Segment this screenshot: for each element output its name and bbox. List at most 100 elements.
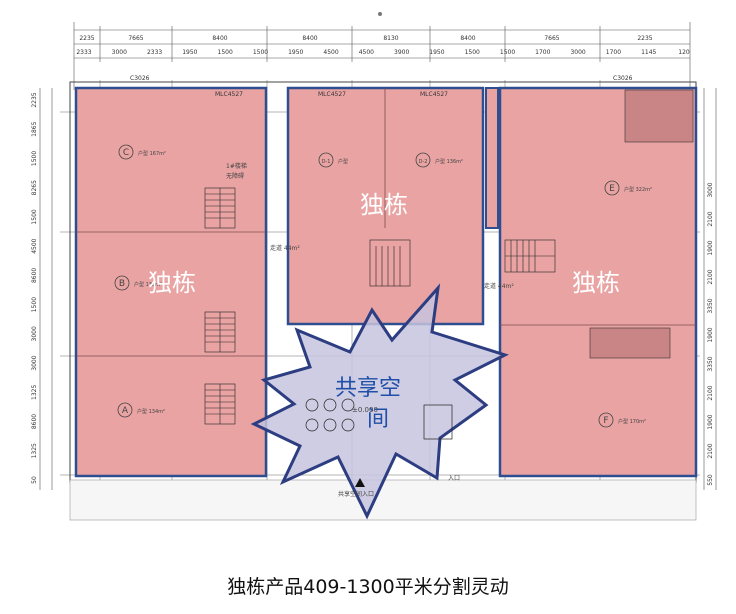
unit-marker-circle xyxy=(598,412,614,428)
window-code: MLC4527 xyxy=(420,91,448,98)
window-code: C3026 xyxy=(613,75,633,82)
ground-strip xyxy=(69,479,697,521)
left-dim-label: 3000 xyxy=(31,355,38,370)
unit-area-label: 户型 170m² xyxy=(618,418,646,425)
right-dim-label: 2100 xyxy=(707,269,714,284)
label-left-standalone: 独栋 xyxy=(148,269,196,297)
connector-strip xyxy=(485,87,499,229)
shared-space-line1: 共享空 xyxy=(335,376,401,401)
left-dim-label: 1500 xyxy=(31,209,38,224)
unit-area-label: 户型 322m² xyxy=(624,186,652,193)
top-dim-sub-label: 1950 xyxy=(429,49,444,56)
unit-marker-circle xyxy=(117,402,133,418)
top-dim-sub-label: 3000 xyxy=(112,49,127,56)
unit-marker-circle xyxy=(118,144,134,160)
left-dim-label: 1325 xyxy=(31,384,38,399)
unit-marker-label: C xyxy=(123,148,129,158)
unit-area-label: 户型 167m² xyxy=(138,150,166,157)
shared-space-line2: 间 xyxy=(367,407,389,432)
unit-area-label: 户型 xyxy=(338,158,348,165)
top-dim-label: 7665 xyxy=(128,35,143,42)
left-building xyxy=(74,86,268,478)
top-dim-sub-label: 3900 xyxy=(394,49,409,56)
top-dim-label: 8400 xyxy=(460,35,475,42)
window-code: MLC4527 xyxy=(318,91,346,98)
top-dim-label: 8400 xyxy=(212,35,227,42)
left-dims: 2235186515008265150045008600150030003000… xyxy=(31,92,38,484)
unit-area-label: 户型 138m² xyxy=(134,281,162,288)
top-dim-sub-label: 1500 xyxy=(253,49,268,56)
stair-left xyxy=(204,187,236,425)
left-dim-label: 1500 xyxy=(31,151,38,166)
top-dim-sub-label: 3000 xyxy=(570,49,585,56)
side-dimension-lines xyxy=(39,88,717,490)
top-dim-sub-label: 1145 xyxy=(641,49,656,56)
shared-space-furniture xyxy=(305,398,453,440)
right-dim-label: 2100 xyxy=(707,443,714,458)
top-dim-sub-label: 1500 xyxy=(465,49,480,56)
unit-marker-circle xyxy=(318,152,334,168)
unit-marker-label: B xyxy=(119,279,125,289)
top-dim-sub-label: 2333 xyxy=(147,49,162,56)
unit-dividers xyxy=(76,88,696,357)
right-building xyxy=(498,86,698,478)
stair-right xyxy=(504,239,556,273)
stair-label: 1#楼梯 xyxy=(226,162,247,170)
middle-building xyxy=(286,86,485,326)
unit-area-label: 户型 134m² xyxy=(137,408,165,415)
shared-space-star xyxy=(250,283,509,520)
top-dims-row1: 2235 7665 8400 8400 8130 8400 7665 2235 xyxy=(79,35,652,42)
caption: 独栋产品409-1300平米分割灵动 xyxy=(227,576,509,598)
right-dim-label: 3000 xyxy=(707,182,714,197)
top-dim-sub-label: 1950 xyxy=(182,49,197,56)
corridor-label-right: 走道 44m² xyxy=(484,282,514,290)
corridor-label-left: 走道 44m² xyxy=(270,244,300,252)
top-dim-label: 8400 xyxy=(302,35,317,42)
window-code: MLC4527 xyxy=(215,91,243,98)
entrance-arrow-icon xyxy=(355,478,365,487)
label-right-standalone: 独栋 xyxy=(572,269,620,297)
top-dim-label: 7665 xyxy=(544,35,559,42)
unit-marker-circle xyxy=(114,275,130,291)
label-middle-standalone: 独栋 xyxy=(360,191,408,219)
floor-plan: 2235 7665 8400 8400 8130 8400 7665 2235 2333 300… xyxy=(31,12,717,521)
right-dims: 3000210019002100335019003350210019002100… xyxy=(707,182,714,486)
right-dim-label: 3350 xyxy=(707,356,714,371)
elevation-label: ±0.000 xyxy=(352,406,378,414)
top-dim-sub-label: 1700 xyxy=(535,49,550,56)
stair-middle xyxy=(369,239,411,287)
accessible-label: 无障碍 xyxy=(226,172,244,180)
left-dim-label: 1500 xyxy=(31,297,38,312)
unit-marker-label: D-1 xyxy=(322,159,331,165)
unit-marker-label: A xyxy=(122,406,129,416)
top-dim-label: 8130 xyxy=(383,35,398,42)
entry-label: 入口 xyxy=(448,475,460,482)
service-areas xyxy=(589,89,694,359)
top-dim-label: 2235 xyxy=(79,35,94,42)
right-dim-label: 3350 xyxy=(707,298,714,313)
right-dim-label: 2100 xyxy=(707,385,714,400)
left-dim-label: 8600 xyxy=(31,268,38,283)
top-dim-sub-label: 1500 xyxy=(500,49,515,56)
unit-marker-label: F xyxy=(603,416,608,426)
top-dim-sub-label: 1500 xyxy=(218,49,233,56)
window-code: C3026 xyxy=(130,75,150,82)
left-dim-label: 8600 xyxy=(31,414,38,429)
unit-marker-label: D-2 xyxy=(419,159,428,165)
right-dim-label: 1900 xyxy=(707,414,714,429)
right-dim-label: 550 xyxy=(707,474,714,486)
left-dim-label: 50 xyxy=(31,476,38,484)
top-dim-sub-label: 1950 xyxy=(288,49,303,56)
top-dim-label: 2235 xyxy=(637,35,652,42)
unit-marker-circle xyxy=(415,152,431,168)
top-dim-sub-label: 2333 xyxy=(76,49,91,56)
top-dim-sub-label: 120 xyxy=(678,49,690,56)
unit-marker-label: E xyxy=(609,184,615,194)
left-dim-label: 8265 xyxy=(31,180,38,195)
left-dim-label: 2235 xyxy=(31,92,38,107)
left-dim-label: 3000 xyxy=(31,326,38,341)
window-codes: C3026 MLC4527 MLC4527 MLC4527 C3026 xyxy=(130,75,633,98)
unit-marker-circle xyxy=(604,180,620,196)
